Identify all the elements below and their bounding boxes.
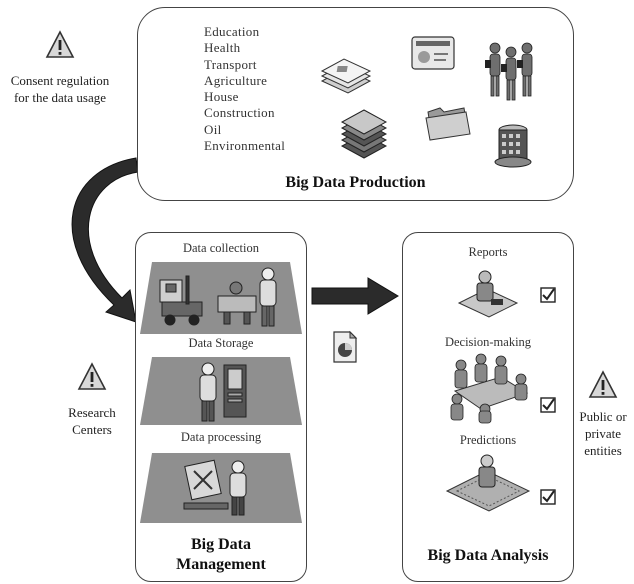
document-stack-icon <box>320 58 372 94</box>
warning-icon <box>588 370 618 398</box>
research-text-line1: Research <box>68 405 116 420</box>
stage-label-decision: Decision-making <box>444 335 532 349</box>
worker-icon <box>259 267 277 327</box>
category-item: Oil <box>204 121 222 137</box>
checkbox-icon <box>540 287 556 303</box>
person-icon <box>199 362 217 422</box>
management-title-line1: Big Data <box>191 536 251 553</box>
management-title: Big Data Management <box>136 535 306 575</box>
paper-pile-icon <box>340 109 388 159</box>
analysis-box: Reports Decision-making Predictions <box>402 232 574 582</box>
checkbox-icon <box>540 397 556 413</box>
meeting-icon <box>450 353 529 424</box>
category-item: Environmental <box>204 138 286 154</box>
public-warning: Public or private entities <box>574 370 632 459</box>
category-item: Transport <box>204 56 257 72</box>
folder-icon <box>425 107 471 141</box>
category-item: House <box>204 89 239 105</box>
microscope-icon <box>183 459 229 510</box>
checkbox-icon <box>540 489 556 505</box>
public-text-line2: private <box>584 426 622 441</box>
forklift-icon <box>159 275 203 326</box>
collection-platform <box>140 262 302 334</box>
processing-platform <box>140 453 302 523</box>
reports-icon <box>457 270 519 318</box>
robot-arm-icon <box>217 281 257 325</box>
public-text-line1: Public or <box>579 409 627 424</box>
consent-text-line2: for the data usage <box>13 90 107 105</box>
category-list: Education Health Transport Agriculture H… <box>204 24 285 154</box>
warning-icon <box>45 30 75 58</box>
consent-warning: Consent regulation for the data usage <box>0 30 120 106</box>
stage-label-collection: Data collection <box>182 241 259 255</box>
straight-arrow <box>311 277 399 315</box>
category-item: Health <box>204 40 241 56</box>
stage-label-predictions: Predictions <box>459 433 517 447</box>
category-item: Agriculture <box>204 72 268 88</box>
production-box: Education Health Transport Agriculture H… <box>137 7 574 201</box>
people-icon <box>485 42 533 101</box>
production-title: Big Data Production <box>285 174 426 191</box>
management-box: Data collection Data Storage <box>135 232 307 582</box>
scientist-icon <box>229 460 247 516</box>
research-text-line2: Centers <box>72 422 112 437</box>
analysis-title: Big Data Analysis <box>427 547 549 564</box>
screen-icon <box>411 36 455 70</box>
pie-chart-document-icon <box>333 330 358 363</box>
curved-arrow <box>71 157 139 323</box>
server-icon <box>223 364 247 418</box>
management-title-line2: Management <box>176 556 266 573</box>
category-item: Construction <box>204 105 275 121</box>
stage-label-reports: Reports <box>468 245 508 259</box>
public-text-line3: entities <box>584 443 622 458</box>
category-item: Education <box>204 24 260 39</box>
stage-label-processing: Data processing <box>180 430 262 444</box>
warning-icon <box>77 362 107 390</box>
storage-platform <box>140 357 302 425</box>
stage-label-storage: Data Storage <box>188 336 254 350</box>
research-warning: Research Centers <box>50 362 134 438</box>
predictions-icon <box>445 454 531 512</box>
consent-text-line1: Consent regulation <box>10 73 110 88</box>
building-icon <box>494 124 532 168</box>
